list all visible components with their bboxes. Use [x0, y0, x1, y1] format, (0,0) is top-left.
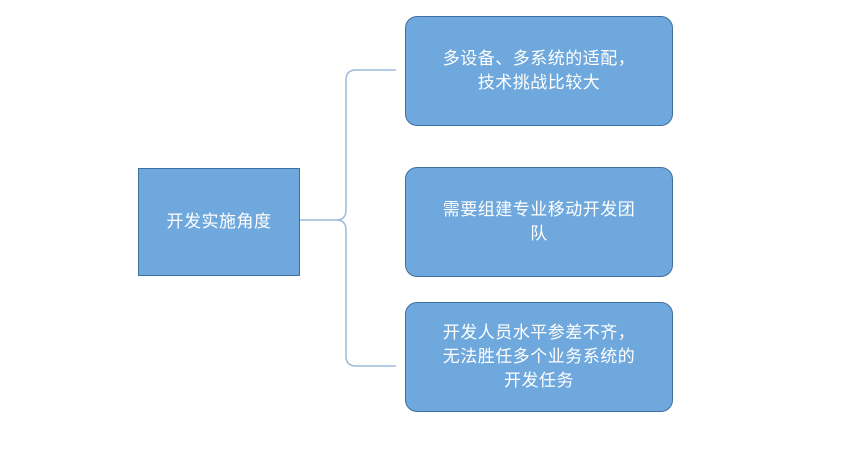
- child-node-2-line-1: 需要组建专业移动开发团: [442, 200, 636, 220]
- child-node-3-line-1: 开发人员水平参差不齐，: [442, 323, 636, 343]
- child-node-2-text: 需要组建专业移动开发团 队: [443, 198, 636, 246]
- child-node-1-line-2: 技术挑战比较大: [477, 73, 601, 93]
- child-node-3-line-3: 开发任务: [504, 371, 574, 391]
- child-node-3-text: 开发人员水平参差不齐， 无法胜任多个业务系统的 开发任务: [443, 321, 636, 393]
- child-node-2-line-2: 队: [530, 224, 548, 244]
- brace-connector-path: [300, 69, 396, 367]
- child-node-3: 开发人员水平参差不齐， 无法胜任多个业务系统的 开发任务: [405, 302, 673, 412]
- child-node-1-line-1: 多设备、多系统的适配，: [442, 49, 636, 69]
- root-node: 开发实施角度: [138, 168, 300, 276]
- root-node-label: 开发实施角度: [166, 212, 272, 232]
- child-node-1: 多设备、多系统的适配， 技术挑战比较大: [405, 16, 673, 126]
- child-node-1-text: 多设备、多系统的适配， 技术挑战比较大: [443, 47, 636, 95]
- child-node-3-line-2: 无法胜任多个业务系统的: [442, 347, 636, 367]
- child-node-2: 需要组建专业移动开发团 队: [405, 167, 673, 277]
